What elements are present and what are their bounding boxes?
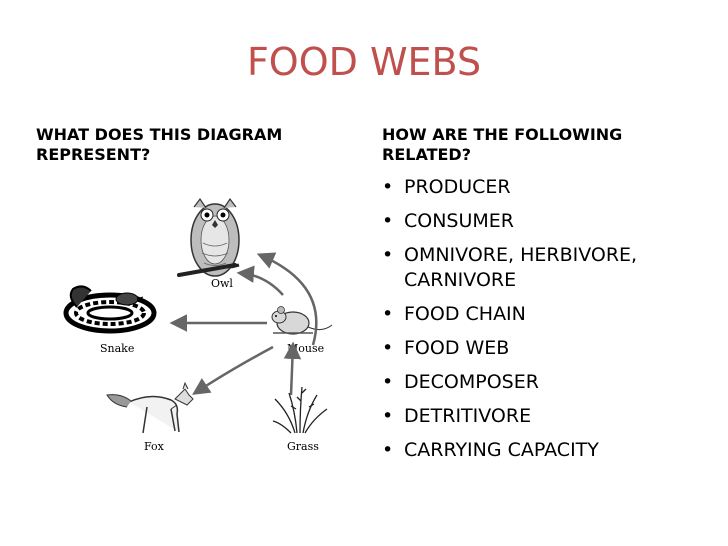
owl-label: Owl bbox=[211, 277, 233, 290]
list-item: • DECOMPOSER bbox=[382, 370, 712, 395]
bullet-icon: • bbox=[382, 303, 394, 325]
right-heading: HOW ARE THE FOLLOWING RELATED? bbox=[382, 125, 623, 164]
mouse-illustration bbox=[271, 306, 333, 335]
grass-label: Grass bbox=[287, 440, 319, 453]
owl-illustration bbox=[177, 197, 240, 277]
list-item: • CONSUMER bbox=[382, 209, 712, 234]
arrow-mouse-to-fox bbox=[192, 345, 274, 395]
left-heading: WHAT DOES THIS DIAGRAM REPRESENT? bbox=[36, 125, 283, 164]
food-web-diagram: Owl Snake Mouse Fox Grass bbox=[63, 197, 333, 453]
bullet-text: DECOMPOSER bbox=[404, 371, 539, 393]
bullet-icon: • bbox=[382, 439, 394, 461]
bullet-list: • PRODUCER • CONSUMER • OMNIVORE, HERBIVORE… bbox=[382, 175, 712, 472]
list-item: • FOOD CHAIN bbox=[382, 302, 712, 327]
list-item: • PRODUCER bbox=[382, 175, 712, 200]
slide-title: FOOD WEBS bbox=[246, 40, 482, 84]
arrow-mouse-to-owl bbox=[236, 265, 284, 296]
bullet-icon: • bbox=[382, 337, 394, 359]
list-item: • DETRITIVORE bbox=[382, 404, 712, 429]
snake-label: Snake bbox=[100, 342, 134, 355]
fox-label: Fox bbox=[144, 440, 165, 453]
list-item: • FOOD WEB bbox=[382, 336, 712, 361]
fox-illustration bbox=[106, 381, 194, 434]
arrow-curve-to-owl bbox=[256, 252, 318, 346]
bullet-text: DETRITIVORE bbox=[404, 405, 532, 427]
bullet-icon: • bbox=[382, 176, 394, 198]
bullet-text: PRODUCER bbox=[404, 176, 511, 198]
snake-illustration bbox=[63, 285, 157, 334]
list-item: • OMNIVORE, HERBIVORE, CARNIVORE bbox=[382, 243, 712, 293]
list-item: • CARRYING CAPACITY bbox=[382, 438, 712, 463]
bullet-icon: • bbox=[382, 405, 394, 427]
bullet-icon: • bbox=[382, 371, 394, 393]
grass-illustration bbox=[272, 386, 328, 434]
bullet-text: CONSUMER bbox=[404, 210, 515, 232]
bullet-text: FOOD CHAIN bbox=[404, 303, 526, 325]
bullet-icon: • bbox=[382, 210, 394, 232]
bullet-text: FOOD WEB bbox=[404, 337, 510, 359]
bullet-text: CARRYING CAPACITY bbox=[404, 439, 599, 461]
bullet-text: OMNIVORE, HERBIVORE, CARNIVORE bbox=[404, 244, 638, 291]
arrow-grass-to-mouse bbox=[283, 341, 302, 396]
bullet-icon: • bbox=[382, 244, 394, 266]
